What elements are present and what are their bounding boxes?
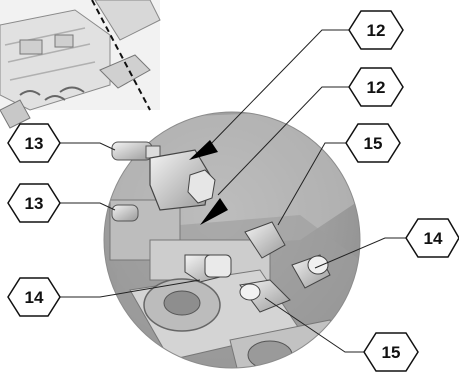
callout-12-top: 12 xyxy=(348,10,404,50)
callout-12-second: 12 xyxy=(348,67,404,107)
elbow-fitting-14-right xyxy=(291,254,331,289)
callout-14-left: 14 xyxy=(7,277,61,317)
elbow-fitting-15-lower xyxy=(239,279,291,313)
callout-13-upper: 13 xyxy=(7,123,61,163)
fitting-13-upper xyxy=(111,141,161,161)
pointer-arrows xyxy=(189,140,228,225)
leader-lines xyxy=(48,29,406,353)
elbow-fitting-14 xyxy=(184,254,232,283)
callout-label: 12 xyxy=(367,21,386,40)
fitting-13-lower xyxy=(111,204,139,222)
callout-label: 15 xyxy=(364,134,383,153)
callout-15-upper: 15 xyxy=(345,123,401,163)
block-fitting-12 xyxy=(149,149,216,211)
elbow-fitting-15-upper xyxy=(244,221,286,259)
callout-label: 15 xyxy=(382,343,401,362)
callout-label: 12 xyxy=(367,78,386,97)
background-machinery xyxy=(0,0,161,129)
callout-13-lower: 13 xyxy=(7,183,61,223)
callout-14-right: 14 xyxy=(405,218,459,258)
callout-label: 13 xyxy=(25,194,44,213)
callout-label: 14 xyxy=(25,288,44,307)
callout-label: 13 xyxy=(25,134,44,153)
callout-label: 14 xyxy=(424,229,443,248)
callout-15-lower: 15 xyxy=(363,332,419,372)
